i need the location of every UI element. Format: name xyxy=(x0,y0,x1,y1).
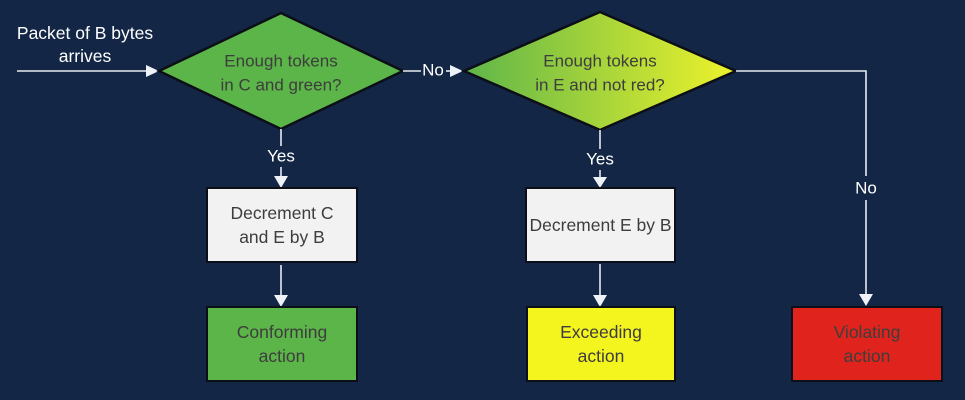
action-conforming-line1: Conforming xyxy=(236,322,328,342)
process1-line1: Decrement C xyxy=(230,203,334,223)
edge-label-decision2-no: No xyxy=(855,178,877,198)
decision1-label-line1: Enough tokens xyxy=(224,51,338,71)
process-box-decrement-c-e: Decrement C and E by B xyxy=(206,187,358,263)
start-label-line1: Packet of B bytes xyxy=(16,23,154,43)
action-violating-line2: action xyxy=(843,346,891,366)
process1-line2: and E by B xyxy=(239,227,325,247)
edge-label-decision1-yes: Yes xyxy=(267,146,295,166)
decision2-no-line-a xyxy=(736,70,867,176)
action-exceeding-line2: action xyxy=(577,346,625,366)
decision1-no-arrowhead-icon xyxy=(450,65,463,77)
start-arrowhead-icon xyxy=(146,65,159,77)
action-exceeding-line1: Exceeding xyxy=(560,322,642,342)
decision1-label: Enough tokens in C and green? xyxy=(221,50,342,97)
decision2-yes-arrowhead-icon xyxy=(593,177,607,188)
decision2-label-line2: in E and not red? xyxy=(535,75,665,94)
process1-arrowhead-icon xyxy=(274,295,288,307)
edge-label-decision2-yes: Yes xyxy=(586,149,614,169)
action-violating-line1: Violating xyxy=(833,322,901,342)
process2-line1: Decrement E by B xyxy=(529,215,672,235)
action-conforming-line2: action xyxy=(258,346,306,366)
decision2-label-line1: Enough tokens xyxy=(543,51,657,71)
decision2-no-arrowhead-icon xyxy=(859,294,873,306)
action-box-conforming: Conforming action xyxy=(206,306,358,382)
edge-label-decision1-no: No xyxy=(422,60,444,80)
action-box-violating: Violating action xyxy=(791,306,943,382)
decision1-label-line2: in C and green? xyxy=(220,75,342,94)
start-label-line2: arrives xyxy=(58,46,112,66)
start-label: Packet of B bytes arrives xyxy=(17,22,153,68)
decision2-label: Enough tokens in E and not red? xyxy=(535,50,664,97)
process-box-decrement-e: Decrement E by B xyxy=(525,187,676,263)
action-box-exceeding: Exceeding action xyxy=(526,306,676,382)
process2-arrowhead-icon xyxy=(593,295,607,307)
decision1-yes-arrowhead-icon xyxy=(274,176,288,188)
